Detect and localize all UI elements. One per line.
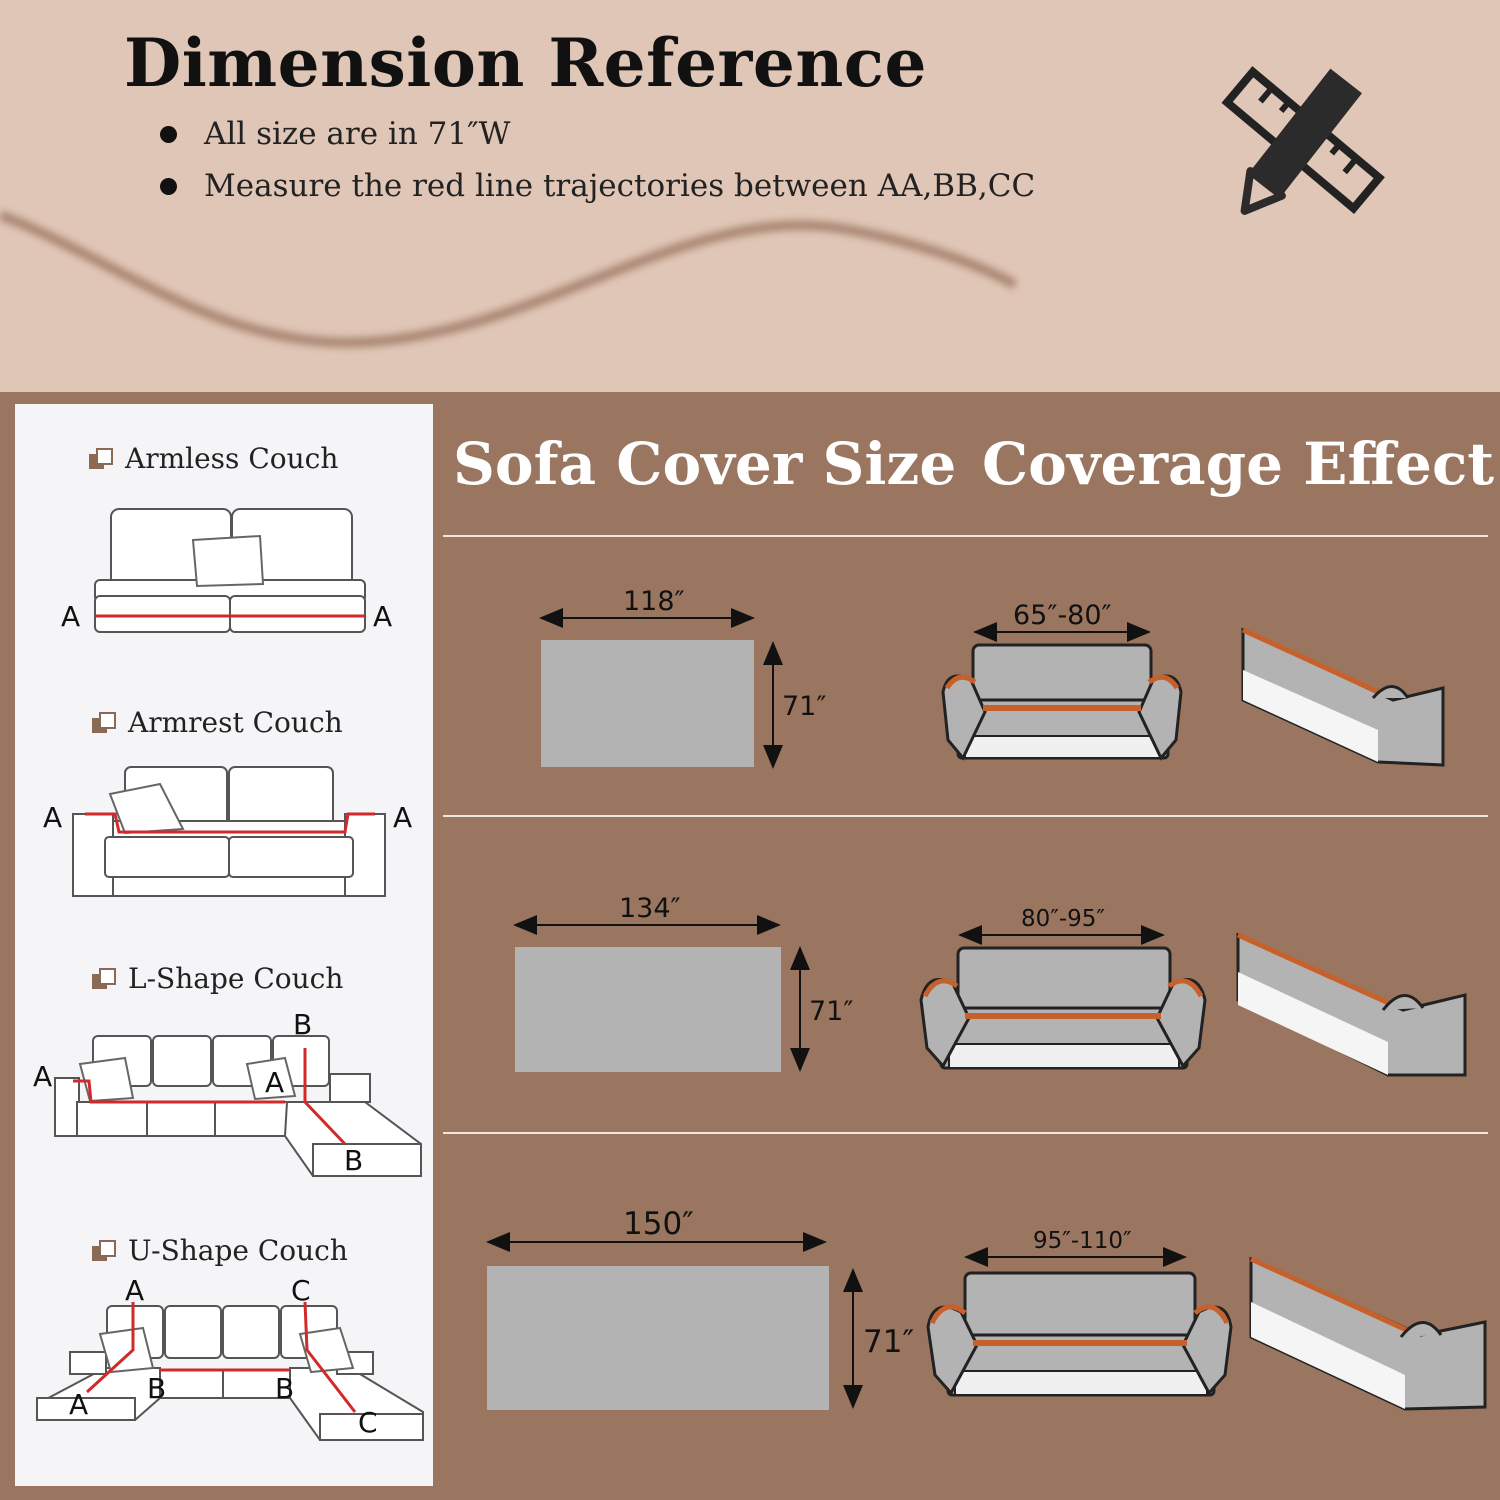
sofa-cover-size-heading: Sofa Cover Size bbox=[453, 430, 957, 498]
size-row: 150″ 71″ 95″-110″ bbox=[486, 1206, 1487, 1411]
cover-height: 71″ bbox=[809, 996, 853, 1027]
couch-type-label: L-Shape Couch bbox=[92, 962, 343, 995]
cover-rectangle bbox=[515, 947, 781, 1072]
cover-width: 134″ bbox=[619, 893, 681, 924]
cover-width: 118″ bbox=[623, 586, 685, 617]
bullet-item: Measure the red line trajectories betwee… bbox=[160, 168, 1035, 204]
ruler-pencil-icon bbox=[1221, 66, 1385, 215]
marker-label: B bbox=[147, 1372, 166, 1405]
cover-rectangle bbox=[541, 640, 754, 767]
sofa-side-icon bbox=[1236, 932, 1467, 1077]
decorative-wave bbox=[0, 210, 1018, 348]
couch-type-name: U-Shape Couch bbox=[128, 1234, 348, 1267]
square-bullet-icon bbox=[92, 967, 116, 990]
coverage-range: 95″-110″ bbox=[1033, 1228, 1132, 1254]
armless-couch-diagram: A A bbox=[61, 508, 392, 633]
marker-label: A bbox=[61, 600, 80, 633]
coverage-range: 80″-95″ bbox=[1021, 906, 1105, 932]
marker-label: C bbox=[291, 1274, 311, 1307]
bullet-text: All size are in 71″W bbox=[204, 116, 511, 152]
couch-type-name: Armrest Couch bbox=[128, 706, 343, 739]
divider bbox=[443, 815, 1488, 817]
square-bullet-icon bbox=[89, 447, 113, 470]
marker-label: A bbox=[125, 1274, 144, 1307]
marker-label: B bbox=[293, 1008, 312, 1041]
cover-height: 71″ bbox=[782, 691, 826, 722]
couch-type-label: Armless Couch bbox=[89, 442, 338, 475]
l-shape-couch-diagram: A A B B bbox=[33, 1008, 422, 1177]
marker-label: A bbox=[265, 1066, 284, 1099]
bullet-dot-icon bbox=[160, 177, 177, 195]
couch-type-label: U-Shape Couch bbox=[92, 1234, 348, 1267]
marker-label: A bbox=[33, 1060, 52, 1093]
header-section: Dimension Reference All size are in 71″W… bbox=[0, 0, 1500, 392]
sofa-front-icon bbox=[919, 946, 1207, 1070]
cover-rectangle bbox=[487, 1266, 829, 1410]
divider bbox=[443, 535, 1488, 537]
marker-label: A bbox=[393, 801, 412, 834]
couch-type-label: Armrest Couch bbox=[92, 706, 343, 739]
sofa-front-icon bbox=[926, 1271, 1233, 1397]
sofa-side-icon bbox=[1241, 627, 1445, 767]
couch-type-name: Armless Couch bbox=[125, 442, 339, 475]
divider bbox=[443, 1132, 1488, 1134]
page-title: Dimension Reference bbox=[124, 24, 927, 102]
sofa-front-icon bbox=[941, 643, 1183, 761]
bullet-dot-icon bbox=[160, 125, 177, 143]
marker-label: A bbox=[373, 600, 392, 633]
bullet-item: All size are in 71″W bbox=[160, 116, 511, 152]
square-bullet-icon bbox=[92, 711, 116, 734]
sofa-side-icon bbox=[1249, 1256, 1487, 1411]
marker-label: B bbox=[275, 1372, 294, 1405]
marker-label: A bbox=[43, 801, 62, 834]
marker-label: B bbox=[344, 1144, 363, 1177]
square-bullet-icon bbox=[92, 1239, 116, 1262]
cover-width: 150″ bbox=[623, 1206, 694, 1242]
couch-types-panel: Armless Couch A A Armrest Couch A A L-Sh… bbox=[15, 404, 433, 1486]
bullet-text: Measure the red line trajectories betwee… bbox=[204, 168, 1036, 204]
marker-label: C bbox=[358, 1406, 378, 1439]
coverage-effect-heading: Coverage Effect bbox=[982, 430, 1495, 498]
coverage-range: 65″-80″ bbox=[1013, 600, 1112, 631]
size-row: 118″ 71″ 65″-80″ bbox=[539, 586, 1445, 769]
size-row: 134″ 71″ 80″-95″ bbox=[513, 893, 1467, 1077]
couch-type-name: L-Shape Couch bbox=[128, 962, 344, 995]
marker-label: A bbox=[69, 1388, 88, 1421]
cover-height: 71″ bbox=[863, 1324, 914, 1360]
armrest-couch-diagram: A A bbox=[43, 766, 412, 897]
u-shape-couch-diagram: A A B B C C bbox=[36, 1274, 424, 1441]
